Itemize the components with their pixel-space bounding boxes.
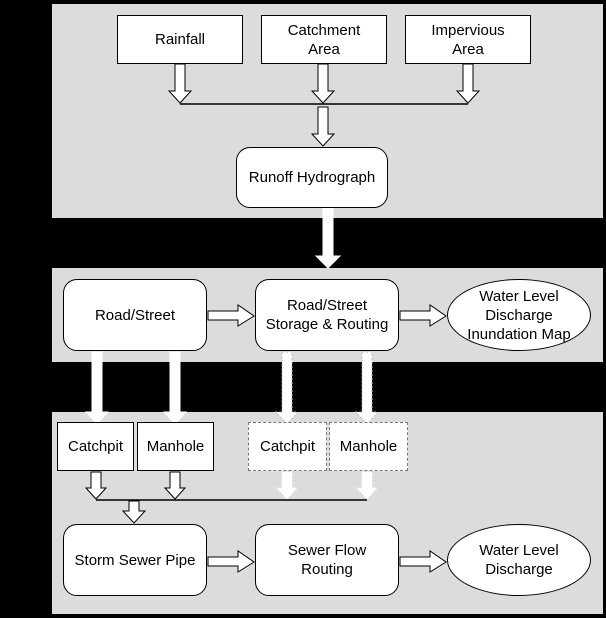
arrow-catchpit-dashed-down xyxy=(275,471,299,500)
arrow-merge-storm-sewer xyxy=(121,500,147,524)
arrow-rainfall-down xyxy=(167,63,193,104)
node-road-street-storage: Road/Street Storage & Routing xyxy=(255,279,399,351)
arrow-road-to-manhole xyxy=(162,351,188,425)
arrow-storage-to-manhole xyxy=(354,351,380,425)
node-road-street: Road/Street xyxy=(63,279,207,351)
node-catchpit: Catchpit xyxy=(57,422,134,471)
node-manhole-dashed: Manhole xyxy=(329,422,408,471)
node-catchpit-dashed: Catchpit xyxy=(248,422,327,471)
arrow-road-to-catchpit xyxy=(84,351,110,425)
node-manhole: Manhole xyxy=(137,422,214,471)
arrow-manhole-dashed-down xyxy=(355,471,379,500)
arrow-road-to-storage xyxy=(207,304,255,327)
arrow-catchment-down xyxy=(310,63,336,104)
arrow-storage-to-catchpit xyxy=(274,351,300,425)
arrow-merge-runoff xyxy=(310,106,336,147)
node-water-level-discharge-map: Water Level Discharge Inundation Map xyxy=(447,279,591,351)
node-water-level-discharge: Water Level Discharge xyxy=(447,524,591,596)
node-impervious-area: Impervious Area xyxy=(405,15,531,64)
arrow-runoff-down xyxy=(314,207,342,269)
arrow-routing-to-waterlevel xyxy=(399,550,447,573)
node-rainfall: Rainfall xyxy=(117,15,243,64)
arrow-storage-to-waterlevel xyxy=(399,304,447,327)
arrow-impervious-down xyxy=(455,63,481,104)
arrow-manhole-down xyxy=(163,471,187,500)
node-catchment-area: Catchment Area xyxy=(261,15,387,64)
arrow-sewer-to-routing xyxy=(207,550,255,573)
node-sewer-flow-routing: Sewer Flow Routing xyxy=(255,524,399,596)
node-storm-sewer-pipe: Storm Sewer Pipe xyxy=(63,524,207,596)
node-runoff-hydrograph: Runoff Hydrograph xyxy=(236,147,388,208)
arrow-catchpit-down xyxy=(84,471,108,500)
